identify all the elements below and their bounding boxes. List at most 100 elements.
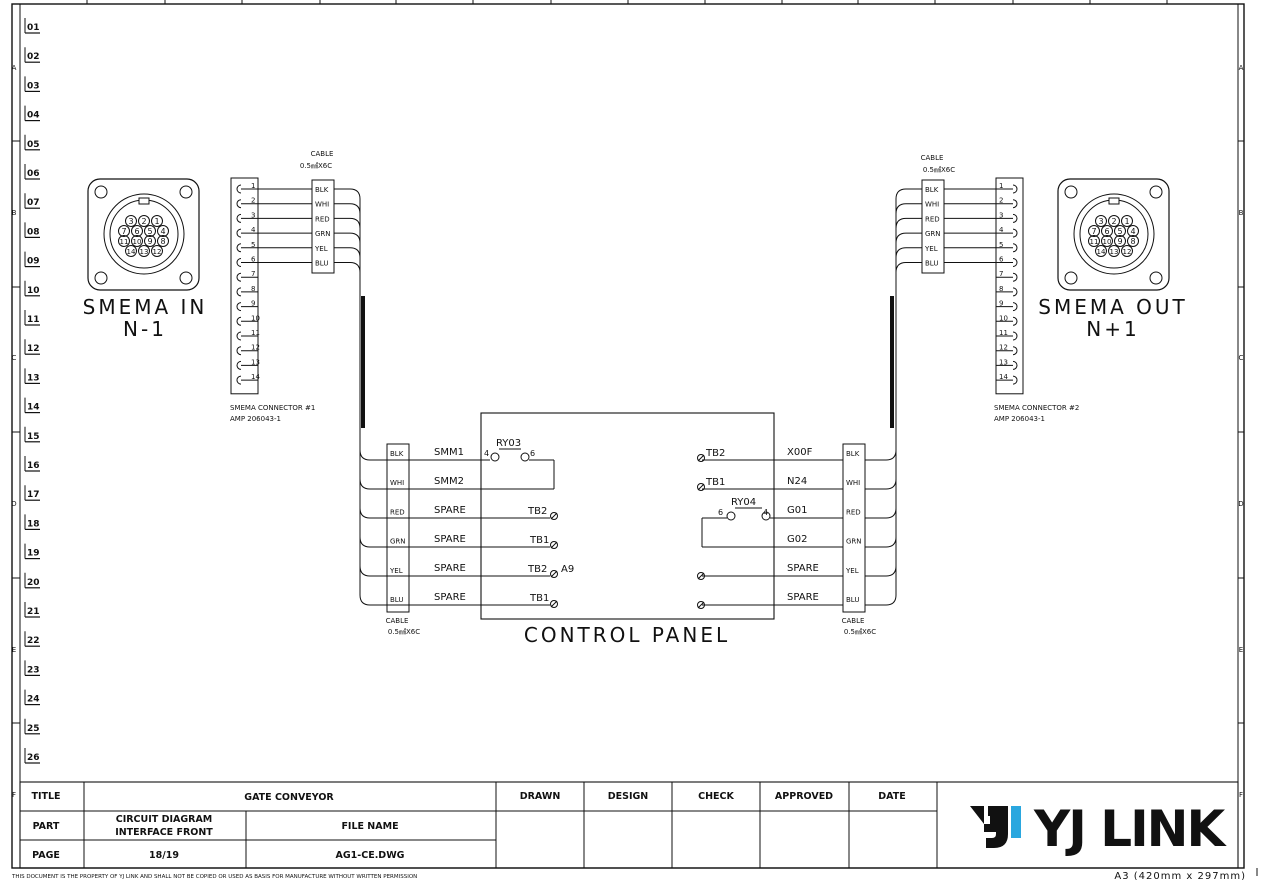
- smema-in-socket: 3 2 1 7 6 5 4 11 10 9 8 14 13 12: [87, 178, 200, 291]
- connector-pin-number: 10: [251, 314, 260, 322]
- svg-text:3: 3: [128, 217, 133, 226]
- svg-text:10: 10: [1103, 238, 1112, 246]
- svg-text:1: 1: [1124, 217, 1129, 226]
- zone-letter-left: C: [12, 354, 17, 362]
- wire-spare-1: SPARE: [434, 505, 466, 516]
- left-terminal-screws: [550, 512, 558, 608]
- connector-pin-socket: [1012, 316, 1018, 326]
- svg-text:8: 8: [1130, 237, 1135, 246]
- part-line-2: INTERFACE FRONT: [115, 827, 213, 838]
- connector-pin-number: 12: [251, 344, 260, 352]
- row-number: 11: [27, 315, 40, 325]
- cable-color-red: RED: [846, 508, 861, 516]
- wire-spare-2: SPARE: [434, 534, 466, 545]
- connector-pin-socket: [236, 184, 242, 194]
- zone-letter-left: B: [12, 209, 17, 217]
- sheet-size: A3 (420mm x 297mm): [1114, 871, 1246, 880]
- wire-right-run: [865, 262, 922, 606]
- wire-spare-right-1: SPARE: [787, 563, 819, 574]
- cable-box: [311, 179, 335, 274]
- wire-spare-right-2: SPARE: [787, 592, 819, 603]
- terminal-tb1-left-1: TB1: [529, 535, 549, 546]
- row-number: 07: [27, 198, 40, 208]
- footer-notice: THIS DOCUMENT IS THE PROPERTY OF YJ LINK…: [11, 874, 417, 880]
- row-number: 24: [27, 695, 40, 705]
- cable-top-right-spec: 0.5㎟X6C: [923, 166, 955, 174]
- cable-harness: [258, 188, 996, 606]
- wire-smm1: SMM1: [434, 447, 464, 458]
- connector-pin-number: 13: [999, 358, 1008, 366]
- connector-1-name: SMEMA CONNECTOR #1: [230, 404, 315, 412]
- terminal-tb2-left-2: TB2: [527, 564, 547, 575]
- cable-color-yel: YEL: [924, 245, 938, 253]
- cable-color-blk: BLK: [315, 186, 329, 194]
- terminal-tb2-left-1: TB2: [527, 506, 547, 517]
- cable-color-yel: YEL: [845, 567, 859, 575]
- svg-text:6: 6: [134, 227, 139, 236]
- svg-text:4: 4: [1130, 227, 1135, 236]
- smema-out-sub: N+1: [1086, 317, 1139, 341]
- connector-2-name: SMEMA CONNECTOR #2: [994, 404, 1079, 412]
- connector-pin-number: 3: [251, 211, 255, 219]
- row-number: 10: [27, 286, 40, 296]
- svg-text:2: 2: [1111, 217, 1116, 226]
- page-value: 18/19: [149, 850, 179, 861]
- svg-text:11: 11: [120, 238, 129, 246]
- title-block: [19, 781, 1239, 869]
- row-number: 26: [27, 753, 40, 763]
- wire-g01: G01: [787, 505, 807, 516]
- connector-pin-number: 1: [251, 182, 255, 190]
- ry04-pin-6: 6: [718, 508, 723, 517]
- svg-text:7: 7: [1091, 227, 1096, 236]
- cable-box: [921, 179, 945, 274]
- connector-pin-number: 11: [251, 329, 260, 337]
- svg-text:14: 14: [1097, 248, 1106, 256]
- cable-bottom-right-spec: 0.5㎟X6C: [844, 628, 876, 636]
- cable-color-yel: YEL: [389, 567, 403, 575]
- logo-text: YJ LINK: [1033, 800, 1228, 858]
- cable-color-blu: BLU: [846, 596, 859, 604]
- cable-color-yel: YEL: [314, 245, 328, 253]
- connector-pin-socket: [236, 360, 242, 370]
- cable-color-blk: BLK: [846, 450, 860, 458]
- connector-pin-number: 12: [999, 344, 1008, 352]
- connector-pin-socket: [236, 331, 242, 341]
- row-number: 05: [27, 140, 40, 150]
- connector-pin-number: 4: [251, 226, 256, 234]
- connector-1-part: AMP 206043-1: [230, 415, 281, 423]
- connector-pin-number: 14: [251, 373, 260, 381]
- wire-g02: G02: [787, 534, 807, 545]
- connector-pin-number: 2: [251, 197, 255, 205]
- svg-text:13: 13: [140, 248, 149, 256]
- connector-pin-socket: [1012, 302, 1018, 312]
- file-name-value: AG1-CE.DWG: [336, 850, 405, 861]
- zone-letter-right: F: [1239, 791, 1243, 799]
- connector-pin-number: 1: [999, 182, 1003, 190]
- approved-label: APPROVED: [775, 791, 833, 802]
- zone-letter-right: C: [1239, 354, 1244, 362]
- connector-pin-socket: [236, 272, 242, 282]
- cable-color-blk: BLK: [925, 186, 939, 194]
- svg-text:12: 12: [1123, 248, 1132, 256]
- part-line-1: CIRCUIT DIAGRAM: [116, 814, 213, 825]
- svg-text:5: 5: [1117, 227, 1122, 236]
- connector-pin-number: 5: [251, 241, 255, 249]
- connector-pin-socket: [1012, 272, 1018, 282]
- connector-pin-socket: [1012, 360, 1018, 370]
- connector-pin-number: 6: [999, 256, 1004, 264]
- row-number: 23: [27, 665, 40, 675]
- connector-pin-number: 7: [251, 270, 255, 278]
- cable-color-whi: WHI: [315, 201, 329, 209]
- connector-pin-socket: [1012, 228, 1018, 238]
- connector-pin-number: 3: [999, 211, 1003, 219]
- file-name-label: FILE NAME: [341, 821, 398, 832]
- connector-pin-number: 6: [251, 256, 256, 264]
- wire-x00f: X00F: [787, 447, 813, 458]
- svg-text:9: 9: [147, 237, 152, 246]
- wire-left-run: [334, 262, 387, 606]
- row-number: 22: [27, 636, 40, 646]
- connector-pin-socket: [236, 243, 242, 253]
